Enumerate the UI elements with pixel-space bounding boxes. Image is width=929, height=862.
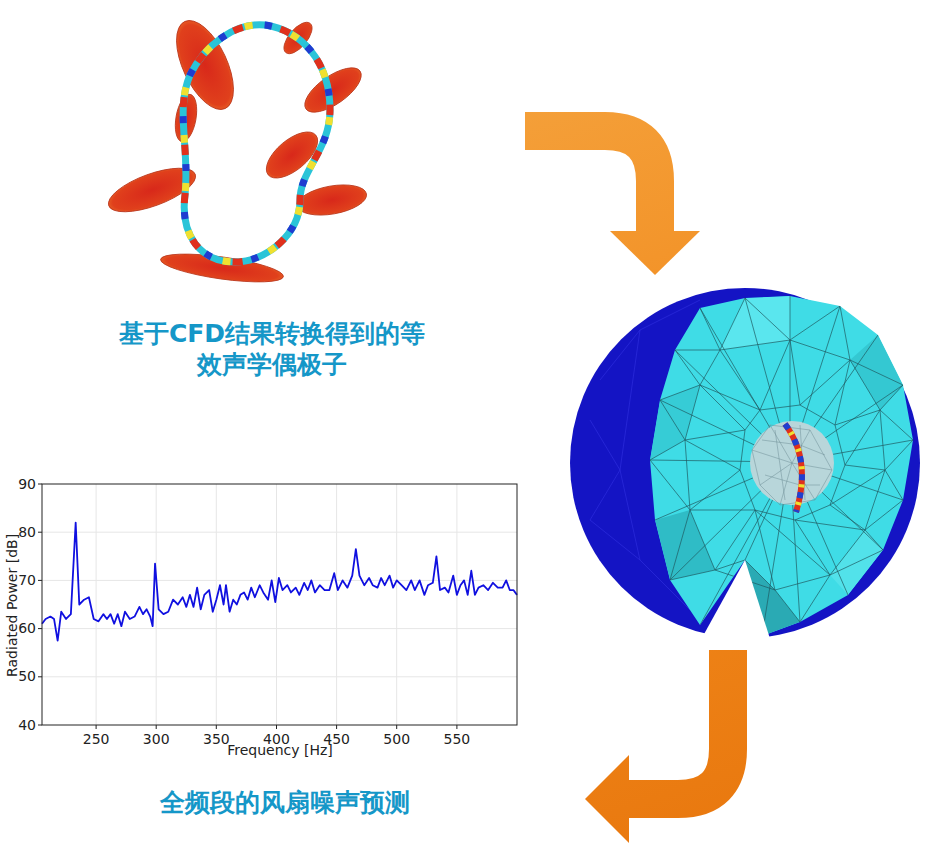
mesh-panel xyxy=(575,275,920,650)
tick-label: 40 xyxy=(18,717,36,734)
tick-label: 80 xyxy=(18,524,36,541)
caption-text: 全频段的风扇噪声预测 xyxy=(160,787,410,818)
dipole-illustration xyxy=(103,12,369,287)
flow-arrow xyxy=(585,650,728,843)
axis-title: Radiated Power [dB] xyxy=(4,533,21,676)
tick-label: 50 xyxy=(18,668,36,685)
tick-label: 70 xyxy=(18,572,36,589)
arrow-body xyxy=(525,131,655,231)
tick-label: 500 xyxy=(383,731,410,748)
tick-label: 300 xyxy=(143,731,170,748)
prediction-panel: 全频段的风扇噪声预测 xyxy=(0,465,585,840)
caption-text: 基于CFD结果转换得到的等效声学偶极子 xyxy=(114,318,430,381)
tick-label: 250 xyxy=(83,731,110,748)
arrow-head xyxy=(585,755,629,843)
flow-arrow xyxy=(525,131,700,275)
tick-label: 350 xyxy=(203,731,230,748)
tick-label: 60 xyxy=(18,620,36,637)
mesh-sphere xyxy=(570,288,920,645)
spectrum-chart xyxy=(38,484,517,729)
arrow-body xyxy=(629,650,728,799)
axis-title: Frequency [Hz] xyxy=(227,742,333,759)
tick-label: 90 xyxy=(18,476,36,493)
arrow-head xyxy=(610,231,700,275)
dipole-panel: 基于CFD结果转换得到的等效声学偶极子 xyxy=(20,10,525,390)
tick-label: 550 xyxy=(443,731,470,748)
